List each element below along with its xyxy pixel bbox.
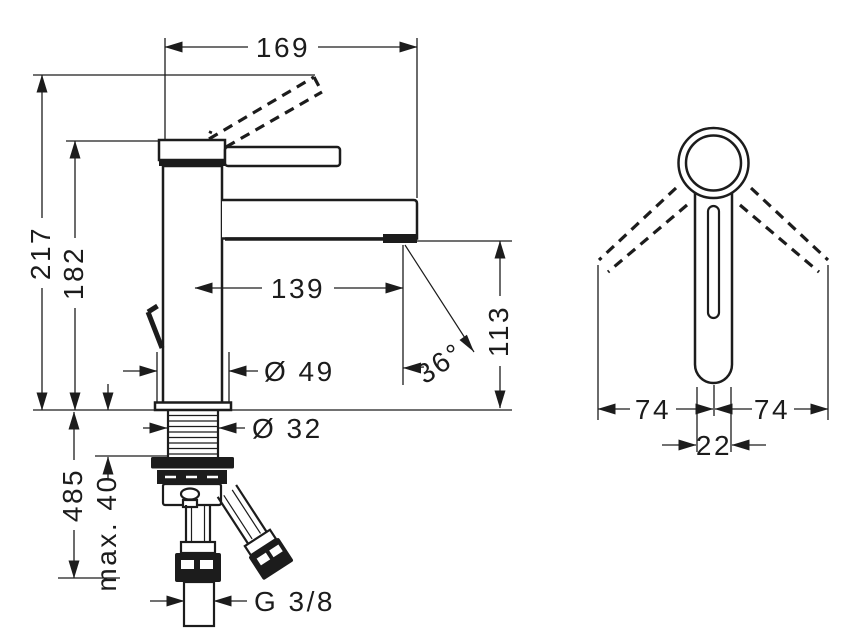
stream-line [404, 244, 475, 353]
dim-max40-label: max. 40 [91, 474, 122, 591]
dim-g38-label: G 3/8 [254, 586, 335, 617]
dim-d32-label: Ø 32 [252, 413, 323, 444]
dim-width-total: 169 [164, 32, 418, 63]
body-column [161, 164, 224, 405]
angle-arrow-on-stream [459, 334, 474, 352]
mounting-assembly [151, 410, 234, 509]
handle-slot [706, 204, 721, 320]
front-view: 74 74 22 [597, 126, 830, 461]
dim-d49-label: Ø 49 [264, 356, 335, 387]
dim-217-label: 217 [25, 226, 56, 280]
dim-max-mounting-depth: max. 40 [91, 384, 122, 592]
extension-lines-front [597, 265, 829, 452]
dim-base-diameter: Ø 49 [123, 356, 335, 387]
side-view: 169 217 182 485 max. 40 [25, 32, 514, 628]
dim-shank-diameter: Ø 32 [143, 413, 323, 444]
mounting-flange [151, 457, 234, 469]
mounting-screw [179, 487, 201, 501]
handle-lever [223, 145, 342, 168]
dim-22-label: 22 [696, 430, 732, 461]
screw-tab [181, 498, 199, 509]
supply-hose-angled [216, 484, 293, 580]
dim-182-label: 182 [58, 246, 89, 300]
handle-raised-dashed-outline [201, 75, 324, 150]
faucet-body-side [145, 138, 419, 412]
handle-cap [157, 138, 227, 162]
base-plate [153, 401, 233, 412]
dim-36deg-label: 36° [411, 336, 470, 390]
dim-stream-angle: 36° [402, 244, 475, 390]
shank-walls [166, 410, 220, 457]
dim-handle-width: 22 [662, 430, 766, 461]
shank-threads [168, 414, 218, 455]
dim-74-left-label: 74 [635, 394, 671, 425]
dim-113-label: 113 [483, 305, 514, 357]
spout [222, 198, 419, 240]
dim-hose-length: 485 [57, 411, 88, 579]
angle-arrow-at-vertical [403, 362, 421, 374]
dim-swing-left: 74 [597, 394, 714, 425]
thread-end-pipe [182, 580, 216, 628]
handle-ring-inner [684, 134, 743, 192]
dim-485-label: 485 [57, 468, 88, 522]
dim-169-label: 169 [256, 32, 310, 63]
hose-connector [249, 538, 293, 580]
dim-swing-right: 74 [714, 394, 829, 425]
handle-swing-dashed [597, 186, 830, 274]
popup-rod-lever [145, 303, 165, 349]
supply-hose-straight [175, 505, 221, 628]
dim-spout-reach: 139 [194, 273, 404, 304]
dim-139-label: 139 [271, 273, 325, 304]
dim-outlet-height: 113 [483, 240, 514, 409]
dim-thread-size: G 3/8 [150, 586, 335, 617]
handle-front [677, 126, 750, 385]
dim-height-total: 217 [25, 74, 56, 411]
dim-height-handle: 182 [58, 140, 89, 411]
cap-band [159, 160, 225, 166]
aerator [383, 234, 417, 243]
dim-74-right-label: 74 [754, 394, 790, 425]
